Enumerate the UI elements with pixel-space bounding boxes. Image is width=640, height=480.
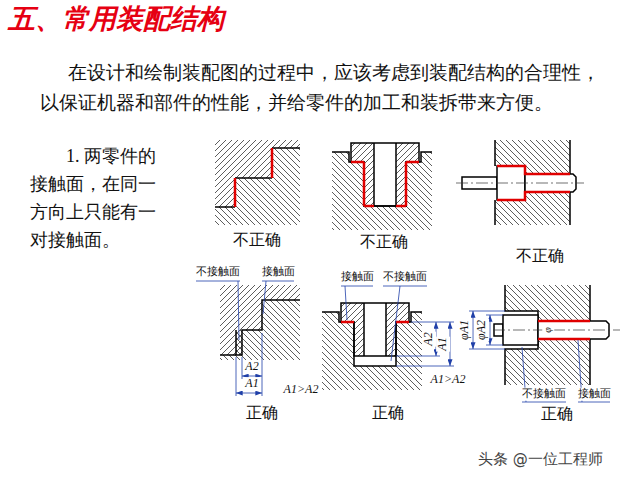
extension-line [396, 322, 454, 366]
dimension-line [473, 311, 474, 349]
dimension-label: A1 [244, 377, 259, 391]
dimension-line [236, 393, 262, 394]
label-slot: 正确 [246, 404, 278, 422]
diameter-symbol: φ [542, 326, 554, 334]
label-slot: A1 [436, 336, 450, 351]
verdict-label: 不正确 [233, 231, 281, 249]
label-slot: 不接触面 [382, 271, 428, 284]
label-slot: A1 [244, 377, 259, 391]
bushing [341, 303, 409, 356]
label-slot: 1. 两零件的接触面，在同一方向上只能有一对接触面。 [30, 142, 162, 254]
label-slot: A2 [422, 331, 436, 346]
rule-text: 1. 两零件的接触面，在同一方向上只能有一对接触面。 [30, 142, 162, 254]
surface-label: 不接触面 [195, 266, 241, 279]
surface-label: 不接触面 [521, 388, 567, 401]
contact-line [351, 162, 419, 206]
dimension-label: A2 [422, 331, 436, 346]
center-line [493, 330, 620, 331]
bushing [351, 143, 419, 206]
shaft-right [469, 285, 620, 402]
verdict-label: 正确 [372, 404, 404, 422]
comparison-note: A1>A2 [430, 373, 467, 387]
label-slot: 不正确 [233, 231, 281, 249]
label-slot: A2 [244, 360, 259, 374]
label-slot: 正确 [372, 404, 404, 422]
label-slot: 头条 @一位工程师 [478, 451, 603, 468]
surface-label: 接触面 [261, 266, 296, 279]
dimension-label: φA2 [475, 319, 489, 341]
label-slot: 不接触面 [195, 266, 241, 279]
slide-title: 五、常用装配结构 [8, 4, 224, 35]
center-line [456, 183, 584, 184]
housing [505, 339, 590, 385]
verdict-label: 不正确 [360, 233, 408, 251]
contact-line [341, 321, 409, 324]
joint-line [215, 148, 300, 207]
leader-line [341, 286, 427, 361]
housing [332, 152, 432, 230]
verdict-label: 正确 [541, 405, 573, 423]
contact-line [235, 148, 272, 207]
joint-line [220, 300, 300, 355]
watermark: 头条 @一位工程师 [478, 451, 603, 468]
verdict-label: 正确 [246, 404, 278, 422]
comparison-note: A1>A2 [283, 383, 320, 397]
label-slot: 接触面 [261, 266, 296, 279]
housing [322, 312, 422, 390]
label-slot: 五、常用装配结构 [8, 4, 224, 35]
leader-line [196, 281, 294, 340]
label-slot: φ [542, 326, 554, 334]
dimension-label: φA1 [458, 319, 472, 341]
dimension-line [490, 315, 491, 345]
shaft-wrong [456, 140, 584, 225]
label-slot: 接触面 [340, 271, 375, 284]
bushing-wrong [332, 143, 432, 230]
label-slot: φA2 [475, 319, 489, 341]
lower-part [215, 148, 300, 225]
verdict-label: 不正确 [516, 247, 564, 265]
surface-label: 不接触面 [382, 271, 428, 284]
intro-paragraph: 在设计和绘制装配图的过程中，应该考虑到装配结构的合理性，以保证机器和部件的性能，… [40, 58, 605, 118]
label-slot: 接触面 [577, 388, 612, 401]
label-slot: 正确 [541, 405, 573, 423]
label-slot: φA1 [458, 319, 472, 341]
label-slot: 不正确 [360, 233, 408, 251]
surface-label: 接触面 [340, 271, 375, 284]
surface-label: 接触面 [577, 388, 612, 401]
label-slot: 不接触面 [521, 388, 567, 401]
label-slot: A1>A2 [283, 383, 320, 397]
label-slot: 在设计和绘制装配图的过程中，应该考虑到装配结构的合理性，以保证机器和部件的性能，… [40, 58, 605, 118]
dimension-label: A2 [244, 360, 259, 374]
label-slot: 不正确 [516, 247, 564, 265]
extension-line [469, 311, 505, 349]
lower-part [220, 300, 300, 360]
label-slot: A1>A2 [430, 373, 467, 387]
dimension-label: A1 [436, 336, 450, 351]
step-joint-right [196, 281, 300, 396]
step-joint-wrong [215, 140, 300, 225]
extension-line [236, 333, 262, 396]
